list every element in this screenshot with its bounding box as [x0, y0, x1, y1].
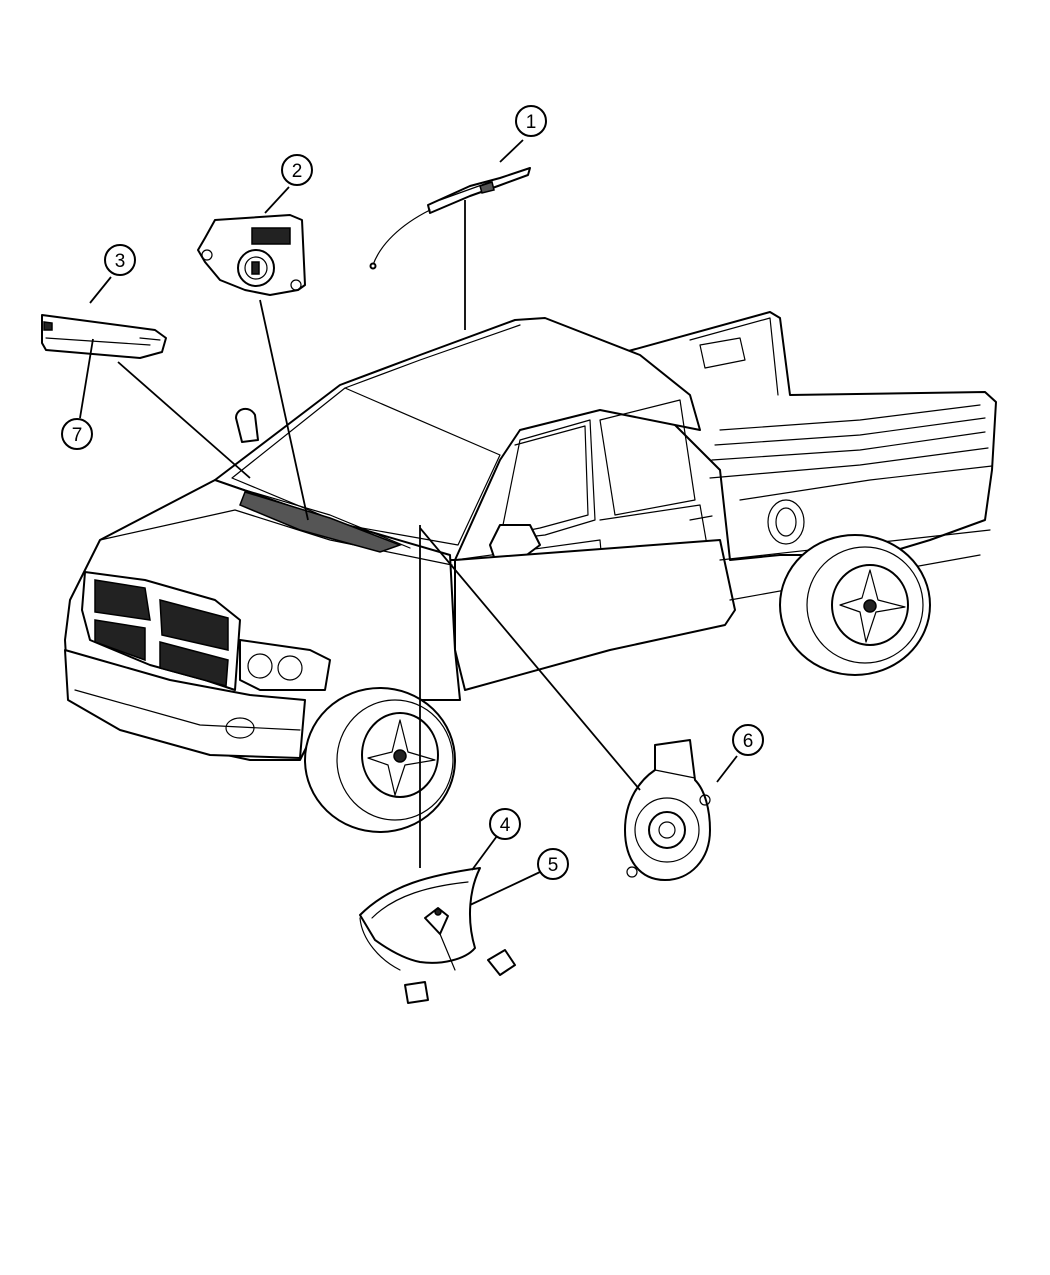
side-curtain-airbag	[369, 167, 531, 270]
callout-3: 3	[104, 244, 136, 276]
rear-wheel	[779, 534, 931, 676]
callout-5-label: 5	[548, 855, 559, 876]
callout-1: 1	[515, 105, 547, 137]
callout-4: 4	[489, 808, 521, 840]
driver-airbag	[359, 867, 516, 1004]
callout-6: 6	[732, 724, 764, 756]
callout-2: 2	[281, 154, 313, 186]
leader-lines	[79, 139, 738, 906]
occupant-sensor-module	[197, 214, 306, 296]
callout-2-label: 2	[292, 161, 303, 182]
clockspring	[624, 739, 711, 881]
pickup-truck	[64, 311, 997, 833]
callout-4-label: 4	[500, 815, 511, 836]
callout-1-label: 1	[526, 112, 537, 133]
airbag-control-module	[41, 314, 167, 359]
callout-7-label: 7	[72, 425, 83, 446]
callout-6-label: 6	[743, 731, 754, 752]
front-wheel	[304, 687, 456, 833]
callout-5: 5	[537, 848, 569, 880]
callout-3-label: 3	[115, 251, 126, 272]
callout-7: 7	[61, 418, 93, 450]
